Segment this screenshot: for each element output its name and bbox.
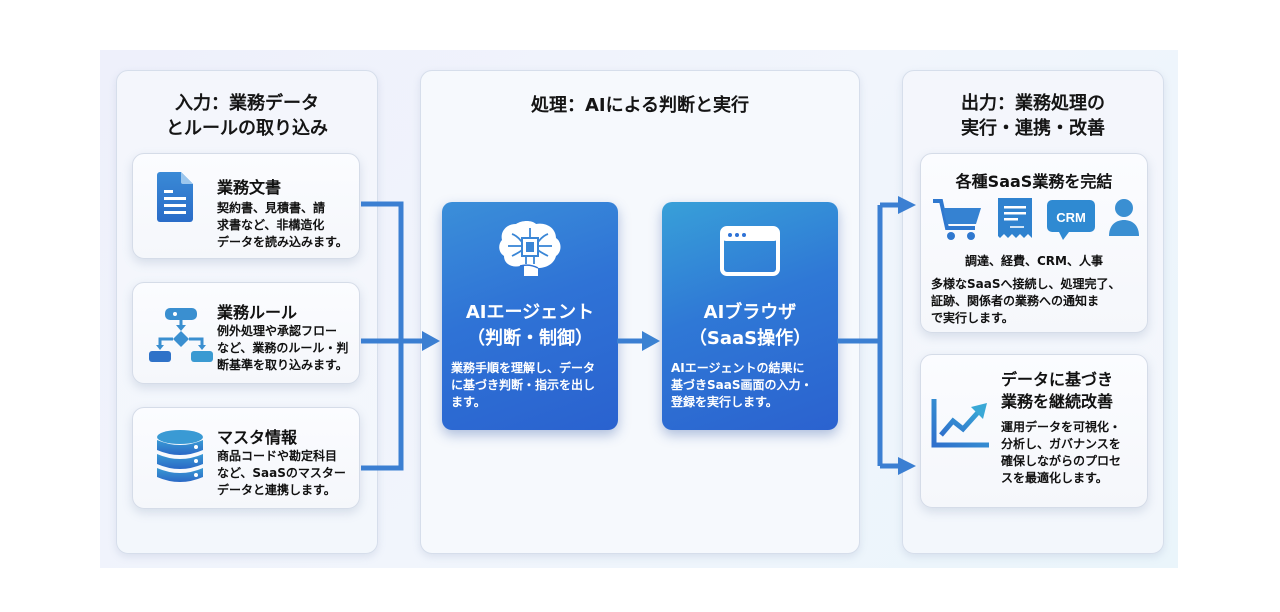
ai-browser-card: AIブラウザ （SaaS操作） AIエージェントの結果に 基づきSaaS画面の入…: [662, 202, 838, 430]
desc-line: 多様なSaaSへ接続し、処理完了、: [931, 277, 1121, 291]
input-column-title: 入力：業務データ とルールの取り込み: [117, 91, 377, 141]
output-title-line2: 実行・連携・改善: [961, 118, 1105, 139]
desc-line: 求書など、非構造化: [217, 218, 325, 232]
person-icon: [1109, 199, 1139, 236]
card-desc: 多様なSaaSへ接続し、処理完了、 証跡、関係者の業務への通知ま で実行します。: [931, 276, 1120, 327]
growth-chart-icon: [931, 399, 989, 448]
process-column-title: 処理：AIによる判断と実行: [530, 95, 750, 116]
input-title-line2: とルールの取り込み: [166, 118, 328, 139]
title-line: （判断・制御）: [467, 328, 593, 349]
card-title: 各種SaaS業務を完結: [955, 172, 1113, 191]
desc-line: で実行します。: [931, 311, 1014, 325]
shopping-cart-icon: [933, 199, 981, 240]
desc-line: 例外処理や承認フロー: [217, 324, 338, 338]
desc-line: 断基準を取り込みます。: [217, 358, 348, 372]
desc-line: 業務手順を理解し、データ: [451, 361, 596, 375]
desc-line: データを読み込みます。: [217, 235, 348, 249]
ai-agent-desc: 業務手順を理解し、データ に基づき判断・指示を出し ます。: [451, 360, 612, 411]
flowchart-icon: [149, 308, 213, 362]
card-desc: 例外処理や承認フロー など、業務のルール・判 断基準を取り込みます。: [217, 323, 348, 374]
browser-window-icon: [720, 226, 780, 276]
desc-line: など、業務のルール・判: [217, 341, 349, 355]
ai-agent-card: AIエージェント （判断・制御） 業務手順を理解し、データ に基づき判断・指示を…: [442, 202, 618, 430]
desc-line: 商品コードや勘定科目: [217, 449, 338, 463]
card-desc: 商品コードや勘定科目 など、SaaSのマスター データと連携します。: [217, 448, 346, 499]
receipt-icon: [998, 198, 1032, 238]
desc-line: 基づきSaaS画面の入力・: [671, 378, 813, 392]
card-title: データに基づき 業務を継続改善: [1001, 369, 1113, 413]
input-title-line1: 入力：業務データ: [175, 93, 319, 114]
input-card-master: マスタ情報 商品コードや勘定科目 など、SaaSのマスター データと連携します。: [132, 407, 360, 509]
saas-icon-row: CRM: [921, 198, 1147, 242]
input-card-rules: 業務ルール 例外処理や承認フロー など、業務のルール・判 断基準を取り込みます。: [132, 282, 360, 384]
title-line: データに基づき: [1001, 370, 1114, 389]
desc-line: スを最適化します。: [1001, 471, 1108, 485]
ai-brain-icon: [499, 221, 561, 276]
desc-line: 分析し、ガバナンスを: [1001, 437, 1121, 451]
crm-chat-icon: CRM: [1047, 200, 1095, 240]
desc-line: 証跡、関係者の業務への通知ま: [931, 294, 1100, 308]
output-card-improve: データに基づき 業務を継続改善 運用データを可視化・ 分析し、ガバナンスを 確保…: [920, 354, 1148, 508]
card-title: マスタ情報: [217, 428, 298, 447]
card-title: 業務ルール: [217, 303, 298, 322]
ai-browser-title: AIブラウザ （SaaS操作）: [662, 300, 838, 352]
desc-line: 契約書、見積書、請: [217, 201, 326, 215]
title-line: AIブラウザ: [703, 302, 797, 323]
desc-line: など、SaaSのマスター: [217, 466, 346, 480]
database-icon: [157, 430, 203, 482]
input-card-documents: 業務文書 契約書、見積書、請 求書など、非構造化 データを読み込みます。: [132, 153, 360, 259]
output-title-line1: 出力：業務処理の: [961, 93, 1105, 114]
desc-line: ます。: [451, 395, 486, 409]
output-card-saas: 各種SaaS業務を完結 CRM 調達、経費、CRM、人事 多様なSaaSへ接続し…: [920, 153, 1148, 333]
title-line: AIエージェント: [465, 302, 595, 323]
document-icon: [157, 172, 193, 222]
title-line: 業務を継続改善: [1001, 392, 1114, 411]
desc-line: 運用データを可視化・: [1001, 420, 1122, 434]
desc-line: に基づき判断・指示を出し: [451, 378, 596, 392]
crm-label: CRM: [1056, 210, 1086, 225]
ai-browser-desc: AIエージェントの結果に 基づきSaaS画面の入力・ 登録を実行します。: [671, 360, 832, 411]
output-column-title: 出力：業務処理の 実行・連携・改善: [903, 91, 1163, 141]
desc-line: データと連携します。: [217, 483, 336, 497]
title-line: （SaaS操作）: [688, 328, 812, 349]
desc-line: 登録を実行します。: [671, 395, 778, 409]
card-title: 業務文書: [217, 178, 282, 197]
saas-caption: 調達、経費、CRM、人事: [965, 254, 1103, 268]
desc-line: 確保しながらのプロセ: [1001, 454, 1122, 468]
ai-agent-title: AIエージェント （判断・制御）: [442, 300, 618, 352]
card-desc: 契約書、見積書、請 求書など、非構造化 データを読み込みます。: [217, 200, 348, 251]
desc-line: AIエージェントの結果に: [671, 361, 805, 375]
card-desc: 運用データを可視化・ 分析し、ガバナンスを 確保しながらのプロセ スを最適化しま…: [1001, 419, 1121, 487]
